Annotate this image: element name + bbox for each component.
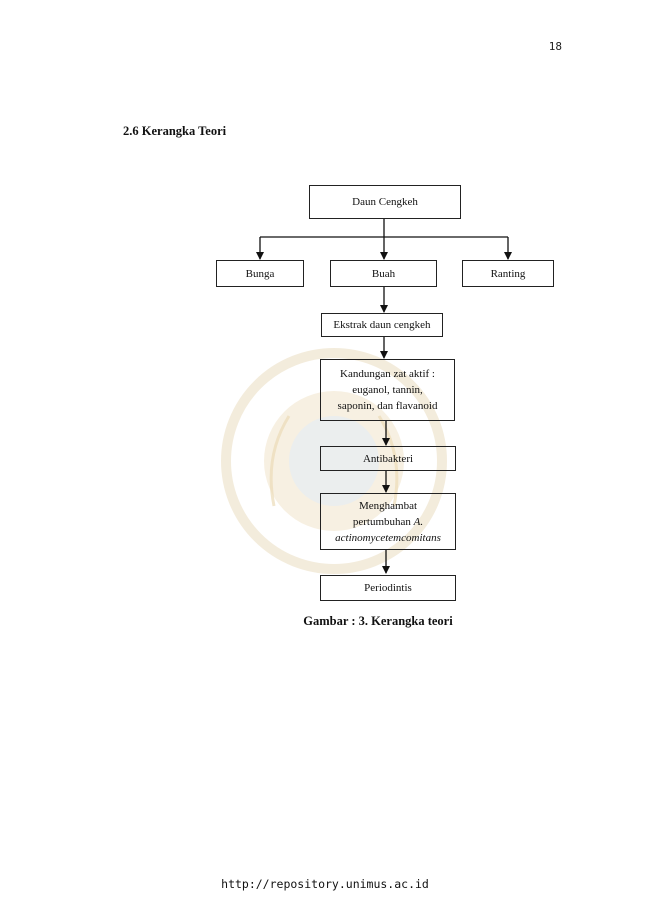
node-antibakteri-label: Antibakteri — [362, 452, 414, 465]
node-ekstrak-daun-cengkeh: Ekstrak daun cengkeh — [321, 313, 443, 337]
node-buah: Buah — [330, 260, 437, 287]
footer-repository-link[interactable]: http://repository.unimus.ac.id — [221, 877, 429, 891]
node-bunga-label: Bunga — [245, 267, 275, 280]
node-periodintis: Periodintis — [320, 575, 456, 601]
node-menghambat-line-2-prefix: pertumbuhan — [352, 515, 414, 528]
node-menghambat: Menghambat pertumbuhan A. actinomycetemc… — [320, 493, 456, 550]
node-periodintis-label: Periodintis — [364, 582, 412, 594]
node-daun-cengkeh: Daun Cengkeh — [309, 185, 461, 219]
node-antibakteri: Antibakteri — [320, 446, 456, 471]
node-kandungan-line-3: saponin, dan flavanoid — [337, 400, 438, 412]
node-daun-cengkeh-label: Daun Cengkeh — [352, 196, 418, 208]
node-kandungan-zat-aktif: Kandungan zat aktif : euganol, tannin, s… — [320, 359, 455, 421]
section-heading: 2.6 Kerangka Teori — [123, 124, 227, 138]
node-ranting: Ranting — [462, 260, 554, 287]
node-menghambat-line-1: Menghambat — [358, 499, 418, 512]
node-menghambat-line-2: pertumbuhan A. — [353, 514, 423, 530]
figure-caption: Gambar : 3. Kerangka teori — [303, 614, 453, 628]
node-ekstrak-label: Ekstrak daun cengkeh — [333, 319, 431, 331]
node-bunga: Bunga — [216, 260, 304, 287]
node-menghambat-line-3: actinomycetemcomitans — [335, 531, 441, 544]
node-kandungan-line-2: euganol, tannin, — [352, 384, 423, 396]
university-seal-watermark — [221, 348, 447, 574]
node-buah-label: Buah — [371, 267, 396, 280]
node-menghambat-line-2-italic: A. — [413, 515, 424, 528]
node-kandungan-line-1: Kandungan zat aktif : — [340, 368, 435, 380]
node-ranting-label: Ranting — [490, 267, 526, 280]
page-number: 18 — [548, 40, 562, 53]
